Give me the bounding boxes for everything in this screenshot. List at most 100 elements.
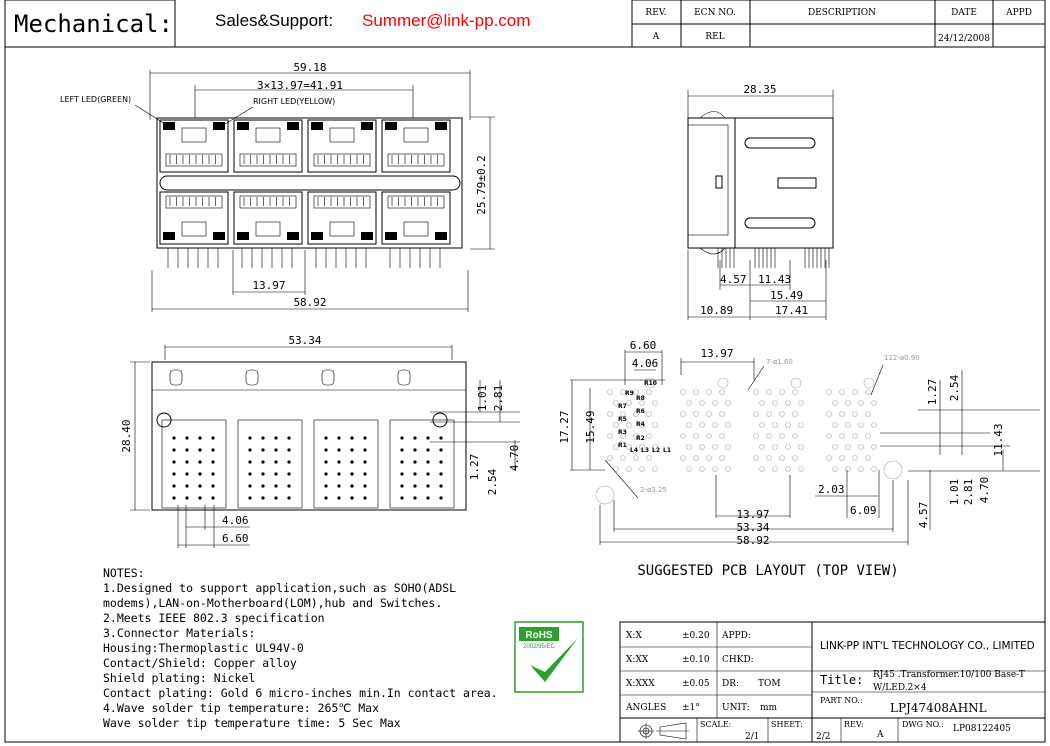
led-indicator xyxy=(311,232,323,240)
pcb-hole xyxy=(626,400,632,406)
pcb-hole xyxy=(792,433,798,439)
tolerance-label: X:XX xyxy=(626,655,649,665)
dim-bottom-width: 53.34 xyxy=(288,334,321,347)
pcb-hole xyxy=(858,444,864,450)
pcb-hole xyxy=(785,466,791,472)
unit-label: UNIT: xyxy=(722,703,750,713)
tolerance-label: X:XXX xyxy=(626,679,655,689)
bottom-view: 53.34 28.40 1.01 2.81 1.27 2.54 4.70 4.0… xyxy=(120,334,521,548)
pin-label: R10 xyxy=(644,380,657,387)
pcb-hole xyxy=(719,433,725,439)
rj45-port xyxy=(381,119,451,173)
pcb-hole xyxy=(712,466,718,472)
note-line: 4.Wave solder tip temperature: 265℃ Max xyxy=(103,701,379,715)
mechanical-title-box xyxy=(4,0,176,48)
pcb-dim-470: 4.70 xyxy=(978,477,991,504)
pcb-hole xyxy=(792,455,798,461)
dim-height: 25.79±0.2 xyxy=(475,155,488,215)
pcb-hole xyxy=(633,433,639,439)
pcb-hole xyxy=(706,455,712,461)
pcb-hole xyxy=(613,400,619,406)
pcb-hole xyxy=(759,400,765,406)
led-indicator xyxy=(385,122,397,130)
support-email-link[interactable]: Summer@link-pp.com xyxy=(362,11,530,30)
led-indicator xyxy=(435,122,447,130)
side-view: 28.35 4.57 11.43 15.49 10.89 17.41 xyxy=(687,83,834,320)
pcb-hole xyxy=(852,389,858,395)
pcb-dim-457: 4.57 xyxy=(917,502,930,529)
pcb-hole xyxy=(686,422,692,428)
pcb-hole xyxy=(699,400,705,406)
dim-side-e: 17.41 xyxy=(775,304,808,317)
pcb-hole xyxy=(613,422,619,428)
pcb-hole xyxy=(607,389,613,395)
pcb-hole xyxy=(699,444,705,450)
pcb-large-hole xyxy=(644,377,656,389)
company-name: LINK-PP INT'L TECHNOLOGY CO., LIMITED xyxy=(820,640,1035,652)
pcb-hole xyxy=(839,389,845,395)
left-led-label: LEFT LED(GREEN) xyxy=(60,95,131,104)
pcb-hole xyxy=(845,400,851,406)
pcb-hole xyxy=(633,411,639,417)
appd-label: APPD: xyxy=(721,631,751,641)
title-line-2: W/LED.2×4 xyxy=(873,683,927,693)
dr-label: DR: xyxy=(722,679,739,689)
pin-label: L2 xyxy=(652,447,660,454)
pcb-hole xyxy=(652,422,658,428)
pcb-hole xyxy=(826,389,832,395)
dwg-no-label: DWG NO.: xyxy=(902,720,944,729)
rj45-port xyxy=(381,191,451,245)
dim-side-b: 11.43 xyxy=(758,273,791,286)
dim-pitch: 3×13.97=41.91 xyxy=(257,79,343,92)
pcb-hole xyxy=(785,400,791,406)
pcb-dim-609: 6.09 xyxy=(850,504,877,517)
pcb-hole xyxy=(633,389,639,395)
pcb-hole xyxy=(680,411,686,417)
pin-label: L3 xyxy=(641,447,649,454)
led-indicator xyxy=(287,122,299,130)
header: Mechanical: Sales&Support: Summer@link-p… xyxy=(4,0,530,48)
pcb-hole xyxy=(652,466,658,472)
port-footprint xyxy=(389,369,455,509)
pcb-hole xyxy=(706,433,712,439)
pcb-dim-5334: 53.34 xyxy=(736,521,769,534)
led-indicator xyxy=(237,232,249,240)
pin-label: L4 xyxy=(630,447,638,454)
pin-label: R5 xyxy=(618,416,627,423)
pcb-hole xyxy=(686,400,692,406)
projection-symbol-icon xyxy=(638,722,689,740)
ecn-cell: REL xyxy=(705,32,724,42)
date-cell: 24/12/2008 xyxy=(938,34,990,44)
pcb-hole xyxy=(871,444,877,450)
rohs-logo: RoHS 2002/95/EC xyxy=(514,621,584,693)
pcb-hole xyxy=(725,444,731,450)
pcb-hole xyxy=(693,411,699,417)
pcb-hole xyxy=(858,400,864,406)
tolerance-value: ±0.05 xyxy=(682,679,710,689)
pcb-dim-203: 2.03 xyxy=(818,483,845,496)
pcb-hole xyxy=(652,400,658,406)
dim-depth: 28.35 xyxy=(743,83,776,96)
pcb-hole xyxy=(620,389,626,395)
pcb-hole xyxy=(766,433,772,439)
pcb-hole xyxy=(607,433,613,439)
pcb-hole xyxy=(832,444,838,450)
pcb-hole xyxy=(639,466,645,472)
pcb-dim-1727: 17.27 xyxy=(558,410,571,443)
pcb-hole xyxy=(779,455,785,461)
pcb-large-hole xyxy=(790,377,802,389)
notes: NOTES: 1.Designed to support application… xyxy=(103,566,498,730)
pcb-hole xyxy=(779,433,785,439)
revision-table: REV. ECN NO. DESCRIPTION DATE APPD A REL… xyxy=(631,0,1046,48)
description-header: DESCRIPTION xyxy=(808,8,876,18)
ecn-header: ECN NO. xyxy=(694,8,736,18)
unit-value: mm xyxy=(760,703,778,713)
led-indicator xyxy=(435,232,447,240)
pcb-hole xyxy=(712,422,718,428)
pcb-hole xyxy=(719,389,725,395)
rev-cell: A xyxy=(652,32,660,42)
dim-bottom-r3: 1.27 xyxy=(468,454,481,481)
dim-bottom-b1: 4.06 xyxy=(222,514,249,527)
dim-side-a: 4.57 xyxy=(720,273,747,286)
drawing-frame xyxy=(4,46,1046,743)
